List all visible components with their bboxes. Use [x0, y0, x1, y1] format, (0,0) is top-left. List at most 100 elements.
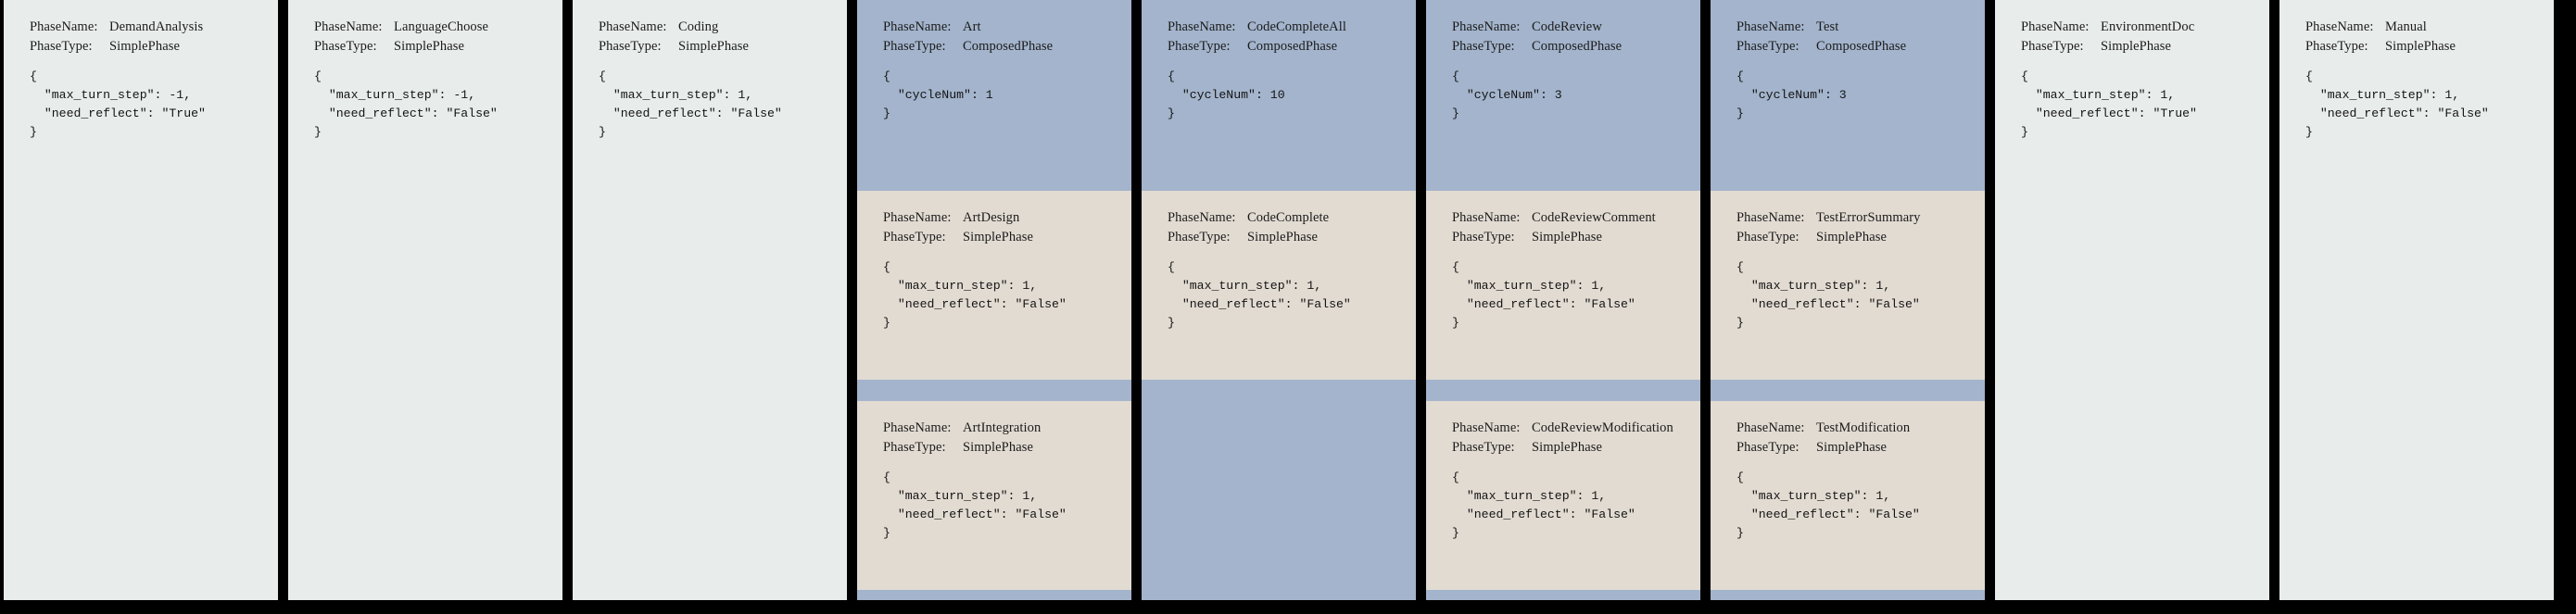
config-line: }: [599, 125, 606, 140]
config-line: }: [883, 526, 890, 541]
phase-type-key: PhaseType:: [1736, 229, 1799, 244]
config-line: {: [2305, 69, 2313, 84]
config-line: "cycleNum": 1: [883, 88, 993, 103]
phase-name-value: ArtIntegration: [963, 420, 1042, 435]
phase-name-value: Art: [963, 19, 981, 34]
phase-name-value: Test: [1816, 19, 1839, 34]
phase-name-key: PhaseName:: [30, 19, 98, 34]
config-line: {: [2021, 69, 2028, 84]
phase-type-value: SimplePhase: [1532, 229, 1603, 244]
config-line: }: [2021, 125, 2028, 140]
phase-config-json: { "max_turn_step": 1, "need_reflect": "F…: [1711, 258, 1985, 332]
phase-name-key: PhaseName:: [2305, 19, 2374, 34]
config-line: "need_reflect": "False": [883, 507, 1067, 522]
phase-name-value: CodeReviewModification: [1532, 420, 1673, 435]
config-line: "cycleNum": 3: [1736, 88, 1847, 103]
phase-type-value: SimplePhase: [2101, 38, 2172, 54]
config-line: "need_reflect": "False": [2305, 107, 2489, 121]
config-line: {: [1452, 470, 1459, 485]
config-line: "max_turn_step": 1,: [1736, 279, 1891, 294]
phase-type-value: ComposedPhase: [1247, 38, 1338, 54]
phase-name-key: PhaseName:: [1736, 19, 1805, 34]
phase-type-key: PhaseType:: [1452, 229, 1515, 244]
phase-type-key: PhaseType:: [2021, 38, 2084, 54]
config-line: "max_turn_step": 1,: [883, 279, 1038, 294]
config-line: }: [1452, 526, 1459, 541]
phase-name-key: PhaseName:: [314, 19, 383, 34]
config-line: "need_reflect": "False": [1452, 297, 1635, 312]
config-line: "need_reflect": "False": [883, 297, 1067, 312]
phase-name-value: CodeCompleteAll: [1247, 19, 1347, 34]
phase-config-json: { "max_turn_step": 1, "need_reflect": "F…: [573, 68, 847, 142]
phase-config-json: { "cycleNum": 3}: [1711, 68, 1985, 123]
config-line: "need_reflect": "False": [599, 107, 782, 121]
phase-type-key: PhaseType:: [1736, 439, 1799, 455]
phase-type-value: SimplePhase: [678, 38, 750, 54]
phase-config-json: { "max_turn_step": 1, "need_reflect": "T…: [1995, 68, 2269, 142]
config-line: "max_turn_step": -1,: [314, 88, 476, 103]
phase-type-key: PhaseType:: [1168, 229, 1231, 244]
config-line: {: [1168, 260, 1175, 275]
phase-type-value: SimplePhase: [1247, 229, 1319, 244]
config-line: {: [1168, 69, 1175, 84]
config-line: "need_reflect": "False": [1736, 297, 1920, 312]
phase-name-value: TestModification: [1816, 420, 1911, 435]
config-line: {: [1736, 260, 1744, 275]
config-line: }: [1736, 526, 1744, 541]
phase-name-key: PhaseName:: [883, 420, 952, 435]
phase-name-key: PhaseName:: [1736, 210, 1805, 225]
phase-config-json: { "cycleNum": 3}: [1426, 68, 1700, 123]
config-line: "need_reflect": "True": [2021, 107, 2197, 121]
phase-name-value: ArtDesign: [963, 210, 1020, 225]
phase-type-value: SimplePhase: [394, 38, 465, 54]
phase-name-key: PhaseName:: [2021, 19, 2090, 34]
config-line: {: [883, 470, 890, 485]
phase-name-value: DemandAnalysis: [109, 19, 204, 34]
phase-config-json: { "cycleNum": 10}: [1142, 68, 1416, 123]
phase-name-key: PhaseName:: [1736, 420, 1805, 435]
config-line: }: [30, 125, 37, 140]
phase-name-key: PhaseName:: [1452, 19, 1521, 34]
config-line: "max_turn_step": 1,: [1452, 279, 1607, 294]
config-line: }: [883, 316, 890, 331]
config-line: "max_turn_step": -1,: [30, 88, 192, 103]
phase-type-key: PhaseType:: [1168, 38, 1231, 54]
phase-config-json: { "max_turn_step": 1, "need_reflect": "F…: [1711, 469, 1985, 543]
phase-config-json: { "max_turn_step": 1, "need_reflect": "F…: [2279, 68, 2554, 142]
phase-name-value: Coding: [678, 19, 719, 34]
config-line: "max_turn_step": 1,: [599, 88, 753, 103]
phase-type-value: SimplePhase: [963, 439, 1034, 455]
phase-type-key: PhaseType:: [30, 38, 93, 54]
